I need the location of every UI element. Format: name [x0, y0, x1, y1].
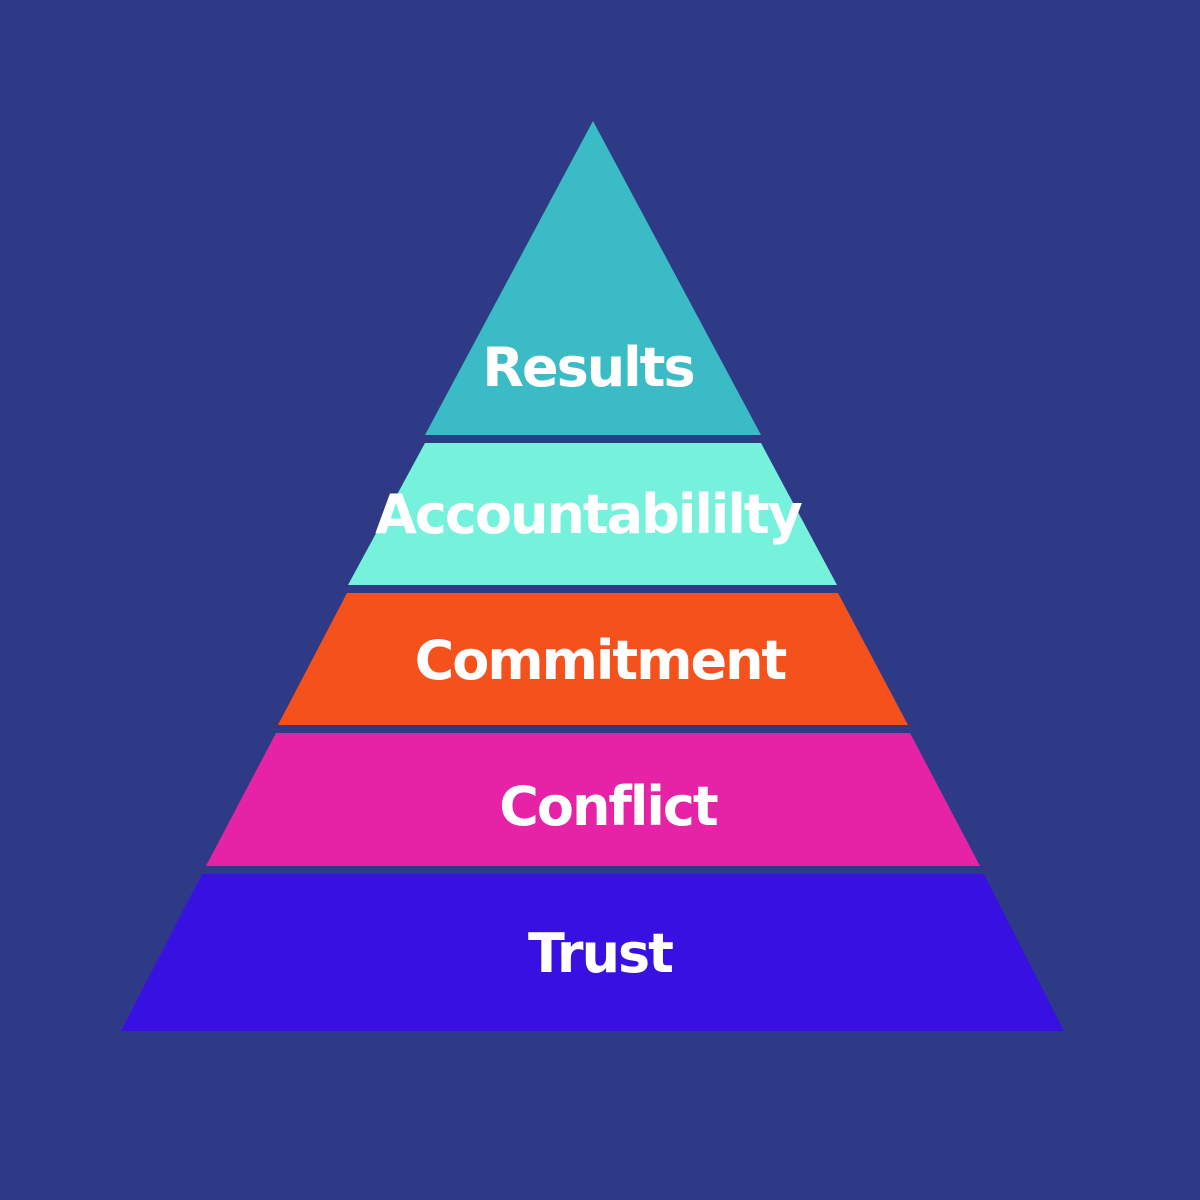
- tier-conflict: Conflict: [206, 733, 980, 866]
- tier-trust-label: Trust: [528, 922, 673, 985]
- tier-commitment-shape: [278, 593, 908, 725]
- tier-results-shape: [425, 121, 761, 435]
- tier-accountability: Accountabililty: [348, 443, 837, 585]
- tier-trust-shape: [121, 874, 1064, 1031]
- tier-accountability-label: Accountabililty: [375, 483, 803, 546]
- tier-conflict-shape: [206, 733, 980, 866]
- tier-trust: Trust: [121, 874, 1064, 1031]
- tier-commitment-label: Commitment: [415, 629, 787, 692]
- tier-accountability-shape: [348, 443, 837, 585]
- tier-results-label: Results: [482, 336, 693, 399]
- tier-results: Results: [425, 121, 761, 435]
- tier-commitment: Commitment: [278, 593, 908, 725]
- tier-conflict-label: Conflict: [499, 775, 718, 838]
